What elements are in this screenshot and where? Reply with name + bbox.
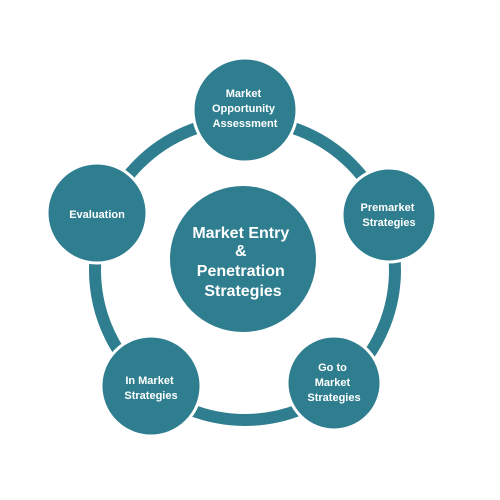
node-label-line: Evaluation <box>69 209 125 221</box>
node-label: Market Opportunity Assessment <box>212 88 278 130</box>
center-label-line: & <box>235 243 247 260</box>
node-label: Go to Market Strategies <box>307 362 360 404</box>
center-label-line: Penetration <box>197 263 285 280</box>
node-market-opportunity-assessment: Market Opportunity Assessment <box>191 56 299 164</box>
node-label-line: Go to <box>318 362 347 374</box>
node-circle <box>285 334 383 432</box>
node-premarket-strategies: Premarket Strategies <box>340 166 438 264</box>
node-label-line: Strategies <box>307 392 360 404</box>
node-label: In Market Strategies <box>124 375 177 402</box>
node-circle <box>45 161 149 265</box>
node-circle <box>340 166 438 264</box>
node-label-line: Assessment <box>213 118 278 130</box>
node-label: Premarket Strategies <box>361 202 418 229</box>
node-label-line: Strategies <box>362 217 415 229</box>
node-in-market-strategies: In Market Strategies <box>99 334 203 438</box>
node-label-line: Opportunity <box>212 103 276 115</box>
node-label-line: Market <box>315 377 351 389</box>
node-circle <box>99 334 203 438</box>
node-label-line: Strategies <box>124 390 177 402</box>
node-label-line: In Market <box>125 375 174 387</box>
node-label-line: Market <box>226 88 262 100</box>
center-label-line: Market Entry <box>192 225 289 242</box>
node-go-to-market-strategies: Go to Market Strategies <box>285 334 383 432</box>
node-circle <box>191 56 299 164</box>
node-evaluation: Evaluation <box>45 161 149 265</box>
center-hub: Market Entry & Penetration Strategies <box>170 186 316 332</box>
center-label-line: Strategies <box>204 283 281 300</box>
center-label: Market Entry & Penetration Strategies <box>192 225 293 300</box>
node-label-line: Premarket <box>361 202 415 214</box>
center-circle <box>170 186 316 332</box>
node-label: Evaluation <box>69 209 125 221</box>
